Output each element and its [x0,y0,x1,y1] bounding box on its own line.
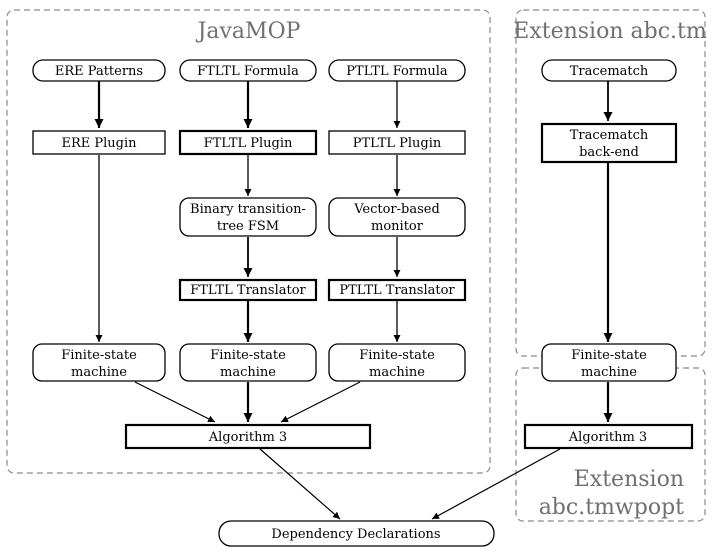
svg-text:PTLTL Plugin: PTLTL Plugin [353,136,442,151]
svg-text:machine: machine [220,365,276,380]
svg-text:Finite-state: Finite-state [571,348,647,363]
abc-tmwpopt-title-line1: Extension [574,467,684,492]
svg-text:back-end: back-end [579,145,639,160]
node-algorithm3-javamop: Algorithm 3 [124,423,372,450]
node-fsm-ptltl: Finite-state machine [328,343,466,382]
svg-text:Finite-state: Finite-state [359,348,435,363]
svg-text:machine: machine [581,365,637,380]
edge-fsm-ere-to-algorithm3 [134,381,216,423]
svg-text:Tracematch: Tracematch [570,64,649,79]
abc-tmwpopt-title-line2: abc.tmwpopt [539,495,684,520]
svg-text:Dependency Declarations: Dependency Declarations [271,527,440,542]
svg-text:FTLTL Plugin: FTLTL Plugin [204,136,293,151]
node-binary-transition-tree-fsm: Binary transition- tree FSM [179,197,317,237]
node-ere-plugin: ERE Plugin [32,130,166,155]
abc-tm-title: Extension abc.tm [513,19,707,44]
node-ere-patterns: ERE Patterns [32,59,166,82]
node-dependency-declarations: Dependency Declarations [218,520,495,547]
svg-text:PTLTL Translator: PTLTL Translator [339,283,455,298]
javamop-group [6,9,491,474]
svg-text:ERE Patterns: ERE Patterns [55,64,143,79]
svg-text:Binary transition-: Binary transition- [190,202,306,217]
svg-text:monitor: monitor [371,219,424,234]
node-ptltl-translator: PTLTL Translator [327,278,467,302]
node-vector-based-monitor: Vector-based monitor [328,197,466,237]
node-ftltl-translator: FTLTL Translator [178,278,318,302]
svg-text:FTLTL Translator: FTLTL Translator [190,283,306,298]
svg-text:machine: machine [71,365,127,380]
abc-tmwpopt-group [515,367,706,522]
edge-algorithm3-javamop-to-dependency [259,448,341,520]
svg-text:Algorithm 3: Algorithm 3 [208,430,287,445]
edge-algorithm3-abc-to-dependency [431,448,561,520]
node-ftltl-plugin: FTLTL Plugin [178,129,318,156]
node-ftltl-formula: FTLTL Formula [179,59,317,82]
svg-text:Tracematch: Tracematch [570,128,649,143]
edge-fsm-ptltl-to-algorithm3 [280,381,361,423]
svg-text:Algorithm 3: Algorithm 3 [568,430,647,445]
node-tracematch: Tracematch [541,59,677,82]
svg-text:Vector-based: Vector-based [353,202,440,217]
svg-text:Finite-state: Finite-state [61,348,137,363]
svg-text:PTLTL Formula: PTLTL Formula [346,64,448,79]
abc-tm-group [515,9,706,357]
node-fsm-ftltl: Finite-state machine [179,343,317,382]
node-ptltl-formula: PTLTL Formula [328,59,466,82]
node-tracematch-backend: Tracematch back-end [540,122,678,164]
javamop-title: JavaMOP [196,19,301,44]
svg-text:ERE Plugin: ERE Plugin [61,136,137,151]
svg-text:tree FSM: tree FSM [217,219,279,234]
node-ptltl-plugin: PTLTL Plugin [328,130,466,155]
node-fsm-tracematch: Finite-state machine [541,343,677,382]
node-fsm-ere: Finite-state machine [32,343,166,382]
svg-text:Finite-state: Finite-state [210,348,286,363]
svg-text:FTLTL Formula: FTLTL Formula [197,64,299,79]
svg-text:machine: machine [369,365,425,380]
node-algorithm3-abc: Algorithm 3 [523,423,694,450]
